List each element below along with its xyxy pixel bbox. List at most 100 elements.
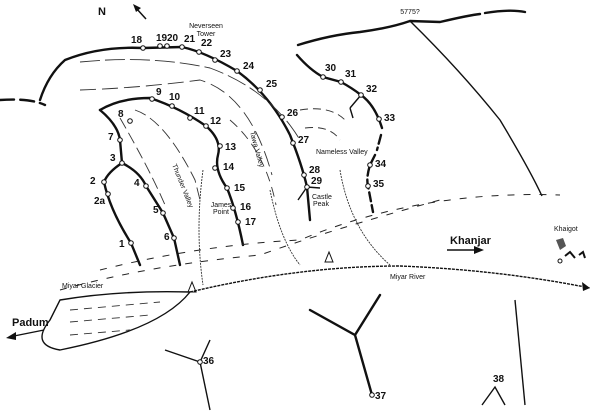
miyar-river [189,265,591,293]
peak-label-5: 5 [153,205,159,216]
peak-label-21: 21 [184,34,196,45]
peak-label-25: 25 [266,79,278,90]
peak-node-32 [358,92,364,98]
nameless-valley-label: Nameless Valley [316,149,368,156]
peak-node-33 [376,116,382,122]
peak-label-36: 36 [203,356,215,367]
castle-peak-label: Castle [312,194,332,201]
peak-label-20: 20 [167,33,179,44]
neverseen-tower-label-2: Tower [197,31,216,38]
peak-label-11: 11 [194,106,205,117]
peak-label-16: 16 [240,202,252,213]
khanjar-label: Khanjar [450,235,492,247]
peak-label-23: 23 [220,49,232,60]
peak-node-22 [196,49,202,55]
peak-label-22: 22 [201,38,213,49]
peak-node-15 [224,185,230,191]
peak-node-12 [203,123,209,129]
peak-label-17: 17 [245,217,257,228]
peak-node-23 [212,57,218,63]
peak-node-18 [140,45,146,51]
miyar-glacier [41,290,192,351]
peak-label-19: 19 [156,33,168,44]
peak-node-10 [169,103,175,109]
peak-label-2a: 2a [94,196,106,207]
village-icon [556,238,586,264]
peak-node-28 [301,172,307,178]
peak-label-2: 2 [90,176,96,187]
thunder-valley-label: Thunder Valley [170,163,194,209]
north-label: N [98,6,106,18]
peak-node-36 [197,359,203,365]
peak-node-5 [160,210,166,216]
khaigot-label: Khaigot [554,226,578,233]
peak-label-29: 29 [311,176,323,187]
peak-label-18: 18 [131,35,143,46]
peak-label-8: 8 [118,109,124,120]
peak-node-7 [117,137,123,143]
peak-node-9 [149,96,155,102]
peak-label-26: 26 [287,108,299,119]
peak-label-35: 35 [373,179,385,190]
tawa-valley-label: Tawa Valley [248,131,264,169]
peak-node-20 [164,43,170,49]
camp-icon [187,250,334,293]
castle-peak-label-2: Peak [313,201,329,208]
streams [59,169,561,291]
peak-node-6 [171,235,177,241]
peak-label-4: 4 [134,178,140,189]
peak-node-8 [127,118,133,124]
james-point-label: James [211,202,232,209]
peak-node-29 [304,184,310,190]
peak-node-3 [119,160,125,166]
summit-label: 5775? [400,9,420,16]
peak-node-34 [367,162,373,168]
peak-label-7: 7 [108,132,114,143]
peak-node-27 [290,140,296,146]
peak-label-27: 27 [298,135,310,146]
neverseen-tower-label: Neverseen [189,23,223,30]
peak-node-37 [369,392,375,398]
peak-label-32: 32 [366,84,378,95]
james-point-label-2: Point [213,209,229,216]
peak-node-11 [187,115,193,121]
peak-label-9: 9 [156,87,162,98]
peak-label-38: 38 [493,374,505,385]
peak-node-13 [217,143,223,149]
river-arrow-icon [582,282,590,291]
peak-node-19 [157,43,163,49]
peak-label-24: 24 [243,61,255,72]
glacier-hatching [79,59,346,206]
peak-label-34: 34 [375,159,387,170]
peak-node-1 [128,240,134,246]
peak-node-4 [143,183,149,189]
peak-label-37: 37 [375,391,387,402]
peak-node-21 [179,44,185,50]
peak-label-14: 14 [223,162,235,173]
peak-node-2a [105,191,111,197]
ridges [0,9,543,267]
peak-node-31 [338,79,344,85]
padum-label: Padum [12,317,49,329]
peak-label-28: 28 [309,165,321,176]
peak-label-31: 31 [345,69,357,80]
peak-node-17 [235,219,241,225]
peak-label-6: 6 [164,232,170,243]
peak-label-13: 13 [225,142,237,153]
peak-node-25 [257,87,263,93]
khanjar-arrow-icon [447,246,484,254]
peak-node-30 [320,74,326,80]
peak-label-10: 10 [169,92,181,103]
padum-arrow-icon [6,329,45,340]
lower-ridges [164,293,526,411]
peak-node-26 [279,114,285,120]
peak-node-16 [230,205,236,211]
peak-label-15: 15 [234,183,246,194]
peak-label-1: 1 [119,239,125,250]
peak-label-30: 30 [325,63,337,74]
peak-label-12: 12 [210,116,222,127]
peak-label-3: 3 [110,153,116,164]
peak-node-24 [234,68,240,74]
peak-label-33: 33 [384,113,396,124]
